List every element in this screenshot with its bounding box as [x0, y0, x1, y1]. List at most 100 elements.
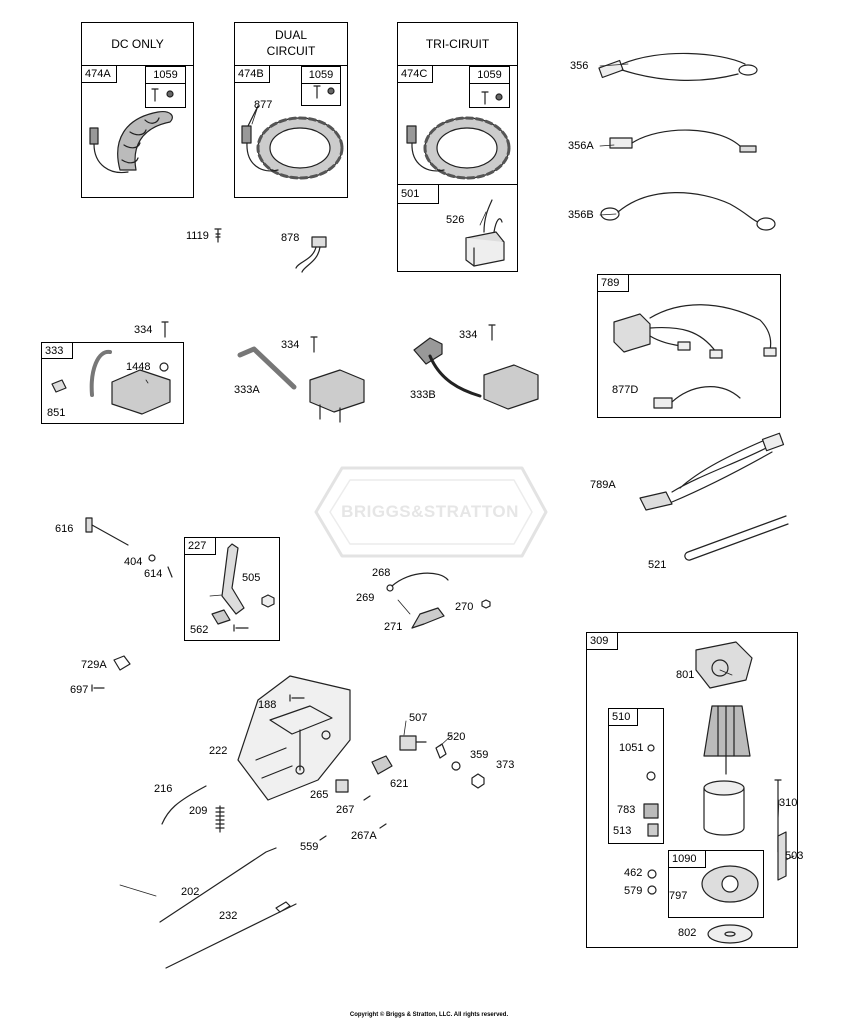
panel-dc-only: [81, 22, 194, 198]
label-697: 697: [70, 684, 89, 696]
hardware-1059-a-icons: [151, 88, 174, 102]
part-513: [647, 823, 659, 837]
label-356: 356: [570, 60, 589, 72]
tag-1059a: 1059: [145, 66, 186, 84]
label-202: 202: [181, 886, 200, 898]
wire-356-drawing: [598, 52, 758, 81]
label-216: 216: [154, 783, 173, 795]
panel-dc-only-divider: [81, 65, 194, 66]
screw-267A: [379, 823, 387, 829]
tag-333: 333: [41, 342, 73, 359]
panel-tri-divider: [397, 65, 518, 66]
screw-334c: [488, 324, 496, 341]
armature-333a-drawing: [237, 346, 365, 423]
label-209: 209: [189, 805, 208, 817]
label-783: 783: [617, 804, 636, 816]
label-334c: 334: [459, 329, 478, 341]
label-513: 513: [613, 825, 632, 837]
label-267a: 267A: [351, 830, 377, 842]
header-tri-circuit: TRI-CIRUIT: [425, 37, 490, 51]
label-404: 404: [124, 556, 143, 568]
label-521: 521: [648, 559, 667, 571]
label-310: 310: [779, 797, 798, 809]
header-dual-line1: DUAL: [274, 28, 307, 42]
label-797: 797: [669, 890, 688, 902]
part-1051: [647, 744, 655, 752]
tag-501: 501: [397, 184, 439, 204]
nut-505: [261, 594, 275, 608]
label-1119: 1119: [186, 230, 209, 242]
watermark-hexagon: [314, 466, 548, 558]
label-729a: 729A: [81, 659, 107, 671]
connector-878-drawing: [295, 236, 327, 273]
tag-789: 789: [597, 274, 629, 292]
tag-1090: 1090: [668, 850, 706, 868]
panel-dual-divider: [234, 65, 348, 66]
harness-789a-drawing: [639, 432, 785, 511]
label-267: 267: [336, 804, 355, 816]
tag-510: 510: [608, 708, 638, 726]
panel-333: [41, 342, 184, 424]
lever-227-drawing: [211, 543, 245, 625]
cable-232: [165, 901, 297, 969]
panel-tri-circuit: [397, 22, 518, 272]
label-373: 373: [496, 759, 515, 771]
stator-474c-drawing: [406, 116, 511, 180]
tag-474c: 474C: [397, 65, 433, 83]
label-334b: 334: [281, 339, 300, 351]
label-503: 503: [785, 850, 804, 862]
nut-270: [481, 599, 491, 609]
label-621: 621: [390, 778, 409, 790]
stator-474b-drawing: [241, 105, 344, 180]
clip-265: [335, 779, 349, 793]
label-526: 526: [446, 214, 465, 226]
label-878: 878: [281, 232, 300, 244]
screw-334b: [310, 336, 318, 353]
label-559: 559: [300, 841, 319, 853]
screw-334a: [161, 321, 169, 338]
label-877d: 877D: [612, 384, 639, 396]
rectifier-526-drawing: [465, 199, 505, 267]
control-bracket-222-drawing: [237, 675, 351, 801]
tag-1059c: 1059: [469, 66, 510, 84]
label-334a: 334: [134, 324, 153, 336]
panel-510: [608, 708, 664, 844]
armature-333-drawing: [51, 349, 171, 415]
label-188: 188: [258, 699, 277, 711]
link-216: [161, 785, 207, 825]
wire-356b-drawing: [600, 192, 776, 231]
label-356b: 356B: [568, 209, 594, 221]
label-1051: 1051: [619, 742, 644, 754]
rod-616-drawing: [85, 517, 129, 546]
screw-559: [319, 835, 327, 841]
pin-614: [167, 566, 173, 578]
label-802: 802: [678, 927, 697, 939]
label-359: 359: [470, 749, 489, 761]
washer-462: [647, 869, 657, 879]
tag-309: 309: [586, 632, 618, 650]
label-222: 222: [209, 745, 228, 757]
starter-801-drawing: [695, 641, 753, 689]
label-271: 271: [384, 621, 403, 633]
screw-562: [233, 624, 249, 632]
label-616: 616: [55, 523, 74, 535]
armature-333b-drawing: [413, 337, 539, 410]
label-265: 265: [310, 789, 329, 801]
label-562: 562: [190, 624, 209, 636]
label-789a: 789A: [590, 479, 616, 491]
hardware-1059-b-icons: [313, 85, 335, 99]
spring-209: [215, 805, 225, 833]
stator-474a-drawing: [89, 111, 173, 174]
nut-579: [647, 885, 657, 895]
wire-356a-drawing: [609, 129, 757, 153]
label-579: 579: [624, 885, 643, 897]
label-507: 507: [409, 712, 428, 724]
tag-474b: 474B: [234, 65, 270, 83]
tag-474a: 474A: [81, 65, 117, 83]
clip-729a: [113, 655, 131, 671]
tube-521-drawing: [684, 515, 789, 561]
label-333b: 333B: [410, 389, 436, 401]
label-520: 520: [447, 731, 466, 743]
label-270: 270: [455, 601, 474, 613]
